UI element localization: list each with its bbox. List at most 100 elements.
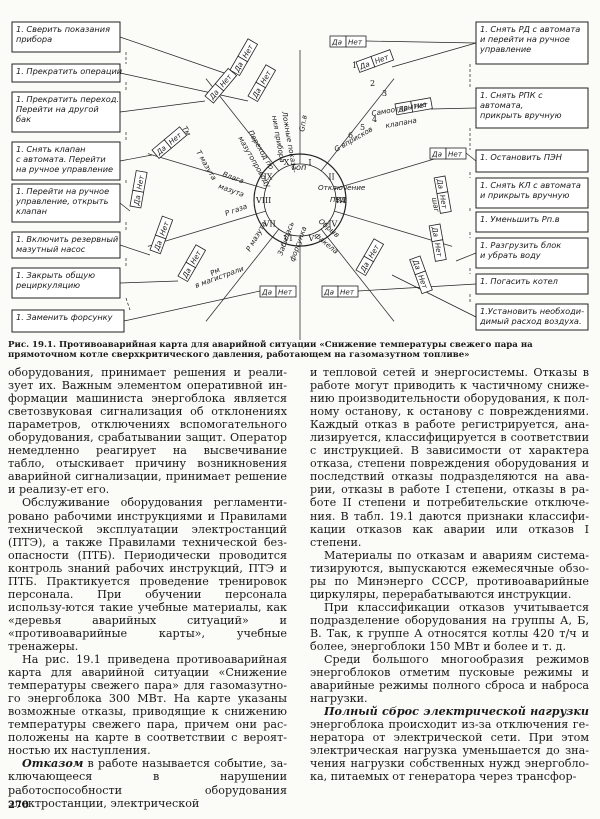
- no-tag-frame: [345, 35, 367, 48]
- action-box-text: управление, открыть: [15, 196, 109, 206]
- connector-line: [119, 280, 179, 284]
- action-box-text: 1. Включить резервный: [16, 234, 119, 244]
- action-box-frame: [11, 231, 121, 259]
- sector-line: [334, 153, 453, 190]
- figure-caption: Рис. 19.1. Противоаварийная карта для ав…: [8, 340, 533, 361]
- cause-label: клапана: [385, 116, 418, 130]
- no-tag: Нет: [433, 242, 444, 258]
- sector-numeral: X: [284, 158, 290, 167]
- action-box: 1. Остановить ПЭН: [475, 149, 589, 173]
- action-box-text: 1. Остановить ПЭН: [480, 152, 562, 162]
- cause-label: Т мазута: [194, 149, 218, 182]
- action-box-frame: [475, 303, 589, 331]
- action-box-text: бак: [16, 114, 31, 124]
- sector-line: [205, 228, 280, 322]
- connector-line: [119, 36, 231, 76]
- sector-line: [320, 78, 395, 172]
- action-box-frame: [475, 87, 589, 129]
- action-box-text: прибора: [16, 34, 52, 44]
- no-tag-frame: [132, 170, 148, 193]
- no-tag: Нет: [438, 194, 449, 210]
- action-box-frame: [475, 237, 589, 269]
- connector-line: [455, 252, 477, 262]
- action-box-frame: [475, 177, 589, 209]
- sector-numeral: VIII: [255, 196, 271, 205]
- action-box: 1. Погасить котел: [475, 273, 589, 295]
- action-box-text: Перейти на другой: [16, 104, 99, 114]
- action-box: 1. Прекратить операции: [11, 63, 123, 83]
- yes-tag: Да: [261, 288, 272, 297]
- yes-tag: Да: [435, 177, 446, 189]
- sector-numeral: V: [307, 234, 314, 243]
- action-box-frame: [475, 21, 589, 65]
- yes-tag: Да: [357, 59, 370, 71]
- center-label: Топ: [291, 162, 307, 172]
- action-box-text: прикрыть вручную: [480, 110, 562, 120]
- no-tag: Нет: [448, 150, 463, 159]
- action-box-text: управление: [479, 44, 531, 54]
- no-tag: Нет: [413, 100, 429, 111]
- yes-tag: Да: [323, 288, 334, 297]
- action-box-text: и прикрыть вручную: [480, 190, 570, 200]
- yes-tag: Да: [431, 150, 442, 159]
- sector-line: [147, 210, 266, 247]
- action-box-text: 1. Заменить форсунку: [16, 312, 113, 322]
- dashed-link: [125, 297, 131, 311]
- action-box-text: 1. Снять клапан: [16, 144, 86, 154]
- action-box-text: мазутный насос: [16, 244, 86, 254]
- arrow-number: 2: [370, 79, 375, 88]
- action-box: 1. Разгрузить блоки убрать воду: [475, 237, 589, 269]
- action-box: 1. Уменьшить Рп.в: [475, 211, 589, 233]
- no-tag-frame: [431, 239, 447, 262]
- connector-line: [119, 154, 153, 162]
- action-box: 1.Установить необходи-димый расход возду…: [475, 303, 589, 331]
- action-box-text: клапан: [16, 206, 48, 216]
- connector-line: [430, 107, 477, 110]
- paragraph: Обслуживание оборудования регламенти-ров…: [8, 496, 287, 653]
- term-failure: Отказом: [22, 757, 84, 771]
- connector-line: [365, 40, 477, 44]
- action-box-text: 1.Установить необходи-: [480, 306, 584, 316]
- yes-tag: Да: [132, 194, 143, 206]
- sector-numeral: I: [308, 158, 311, 167]
- action-box-text: 1. Уменьшить Рп.в: [480, 214, 560, 224]
- no-tag-frame: [410, 97, 433, 113]
- action-box: 1. Заменить форсунку: [11, 309, 125, 333]
- center-ring-outer: [253, 153, 347, 247]
- action-box-text: рециркуляцию: [15, 280, 80, 290]
- paragraph-text: в работе называется событие, за-ключающе…: [8, 757, 287, 810]
- sector-numeral: VI: [283, 234, 293, 243]
- action-box-text: и убрать воду: [480, 250, 541, 260]
- connector-line: [391, 274, 477, 318]
- no-tag-frame: [214, 67, 238, 92]
- page-number: 270: [8, 800, 29, 811]
- action-box-frame: [475, 273, 589, 295]
- sector-line: [147, 153, 266, 190]
- action-box-text: автомата,: [480, 100, 523, 110]
- cause-label: ПВД: [330, 195, 346, 204]
- action-box-frame: [475, 149, 589, 173]
- no-tag: Нет: [340, 288, 355, 297]
- no-tag-frame: [445, 147, 467, 160]
- text-column-right: и тепловой сетей и энергосистемы. Отказы…: [310, 366, 589, 784]
- paragraph: При классификации отказов учитывается по…: [310, 600, 589, 653]
- no-tag-frame: [436, 191, 452, 214]
- action-box-text: 1. Сверить показания: [16, 24, 110, 34]
- paragraph: и тепловой сетей и энергосистемы. Отказы…: [310, 366, 589, 549]
- action-box-text: 1. Разгрузить блок: [480, 240, 561, 250]
- sector-numeral: II: [328, 172, 334, 181]
- no-tag-frame: [255, 64, 277, 89]
- sector-numeral: IX: [264, 172, 273, 181]
